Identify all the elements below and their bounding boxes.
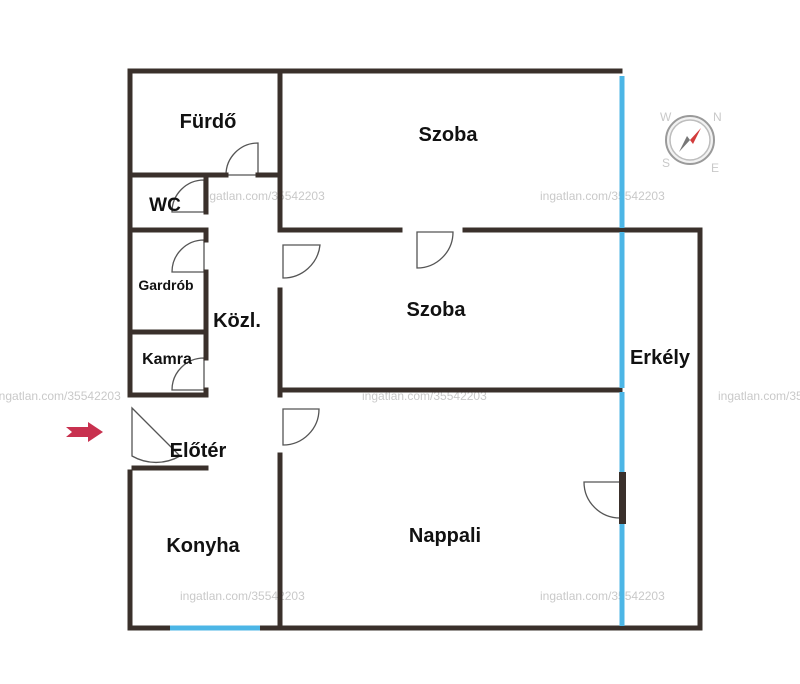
room-label-kozl: Közl. [213,310,261,332]
compass-needle-north [690,128,701,144]
watermark-3: ingatlan.com/35542203 [0,389,121,403]
watermark-5: ingatlan.com/35542203 [718,389,800,403]
entrance-arrow-icon [66,422,103,442]
compass-e: E [711,161,719,175]
door-nappali [282,408,320,446]
door-szoba-mid [282,244,321,279]
compass-w: W [660,110,672,124]
door-balcony [583,481,621,519]
compass-n: N [713,110,722,124]
door-furdo [225,142,259,176]
room-label-wc: WC [149,195,181,216]
windows [170,76,625,631]
door-szoba-top [416,231,454,269]
watermarks: ingatlan.com/35542203 ingatlan.com/35542… [0,189,800,603]
room-label-furdo: Fürdő [180,111,237,133]
balcony-door-frame [619,472,626,524]
room-labels: Fürdő WC Gardrób Kamra Közl. Előtér Kony… [138,111,691,557]
room-label-gardrob: Gardrób [138,277,193,293]
room-label-nappali: Nappali [409,525,481,547]
watermark-1: ingatlan.com/35542203 [200,189,325,203]
compass-s: S [662,156,670,170]
watermark-7: ingatlan.com/35542203 [540,589,665,603]
room-label-konyha: Konyha [166,535,240,557]
room-label-kamra: Kamra [142,351,192,368]
compass-needle-south [679,136,690,152]
room-label-erkely: Erkély [630,347,691,369]
room-label-eloter: Előtér [170,440,227,462]
watermark-2: ingatlan.com/35542203 [540,189,665,203]
walls [127,68,703,631]
room-label-szoba-top: Szoba [419,124,479,146]
compass-icon: N S W E [660,110,722,175]
room-label-szoba-mid: Szoba [407,299,467,321]
door-gardrob [171,239,205,273]
doors [131,142,621,519]
watermark-6: ingatlan.com/35542203 [180,589,305,603]
door-entrance [131,406,182,463]
